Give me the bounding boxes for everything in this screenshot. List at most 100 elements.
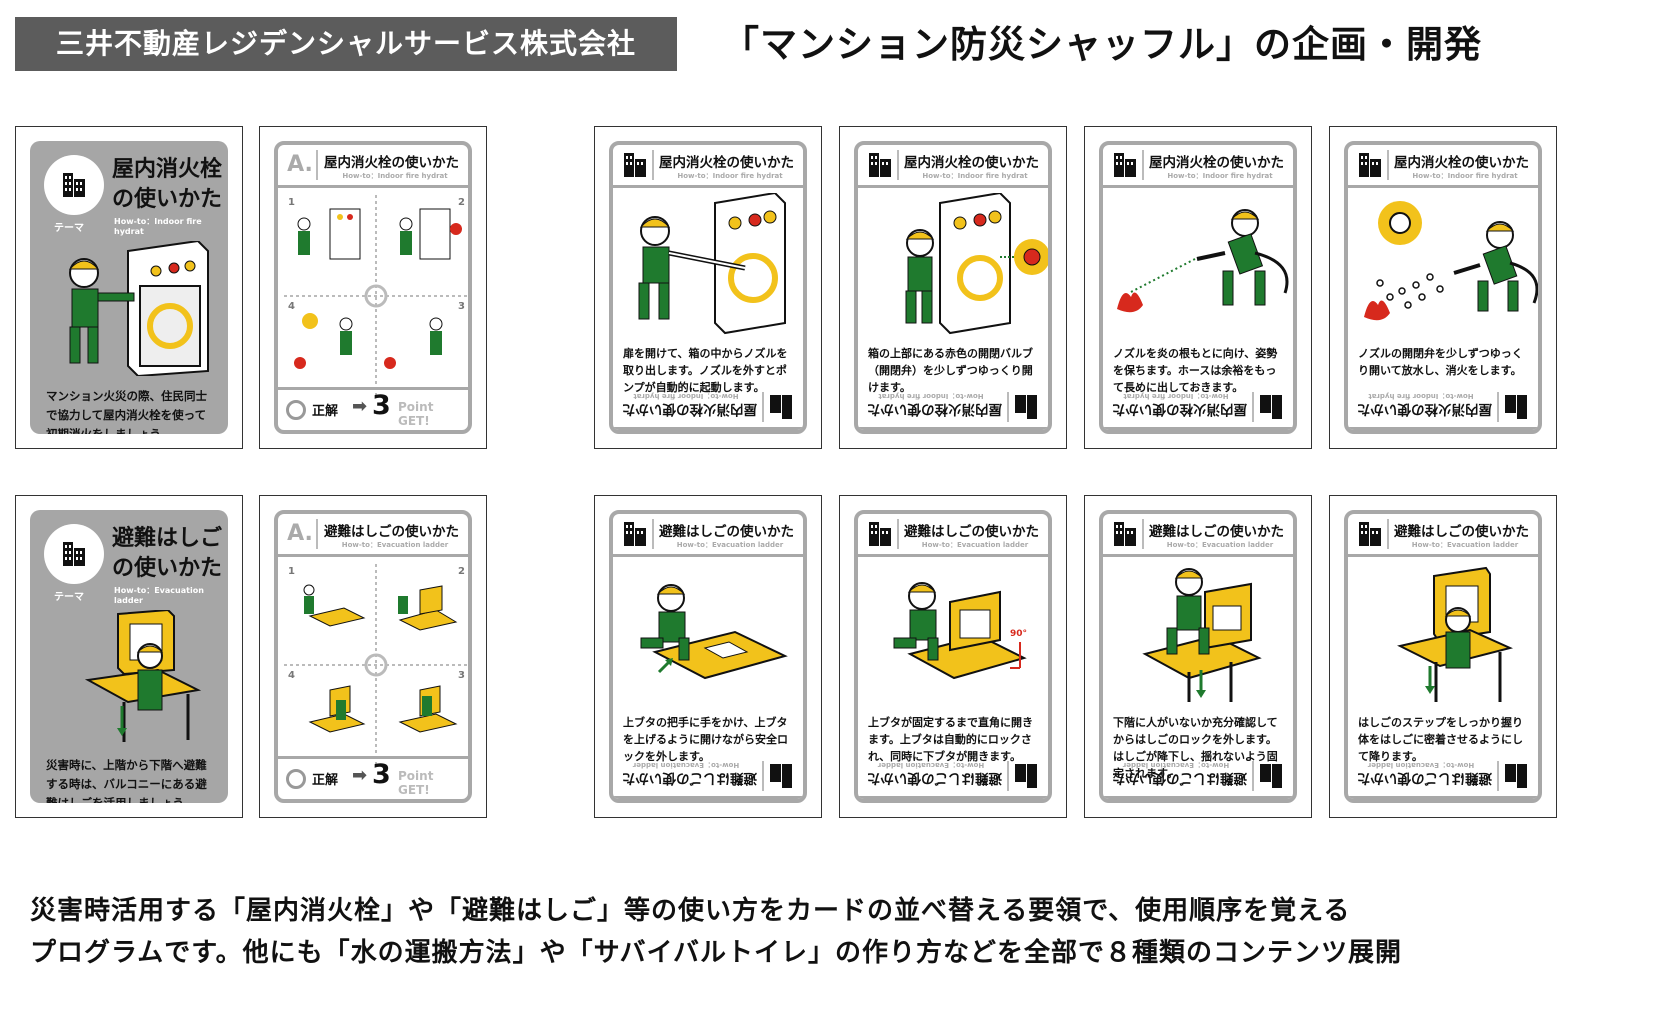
step-number: 3: [458, 670, 465, 681]
arrow-icon: ➡: [352, 765, 368, 786]
card-description: ノズルを炎の根もとに向け、姿勢を保ちます。ホースは余裕をもって長めに出しておきま…: [1113, 347, 1278, 394]
building-icon: [618, 150, 654, 180]
building-icon: [1252, 761, 1288, 791]
card-header: 屋内消火栓の使いかた How-to：Indoor fire hydrat: [613, 145, 803, 188]
card-title: 避難はしごの使いかた: [324, 524, 459, 540]
card-mirror-header: 屋内消火栓の使いかた How-to：Indoor fire hydrat: [1103, 387, 1293, 430]
building-icon: [1353, 519, 1389, 549]
point-count: 3: [372, 759, 391, 790]
building-icon: [1007, 761, 1043, 791]
point-count: 3: [372, 390, 391, 421]
building-icon: [762, 392, 798, 422]
building-icon: [44, 524, 104, 584]
card-description: 箱の上部にある赤色の開閉バルブ（開閉弁）を少しずつゆっくり開けます。: [868, 347, 1033, 394]
card-description: 上ブタが固定するまで直角に開きます。上ブタは自動的にロックされ、同時に下ブタが開…: [868, 716, 1033, 763]
answer-letter: A.: [284, 150, 318, 180]
card-header: 避難はしごの使いかた How-to：Evacuation ladder: [1348, 514, 1538, 557]
theme-description: 災害時に、上階から下階へ避難する時は、バルコニーにある避難はしごを活用しましょう…: [46, 758, 207, 803]
circle-icon: [286, 769, 306, 789]
card-mirror-header: 避難はしごの使いかた How-to：Evacuation ladder: [1348, 756, 1538, 799]
step-card-evacuation-ladder-4[interactable]: 避難はしごの使いかた How-to：Evacuation ladder はしごの…: [1329, 495, 1557, 818]
card-mirror-header: 避難はしごの使いかた How-to：Evacuation ladder: [1103, 756, 1293, 799]
point-get-text: Point GET!: [398, 769, 434, 797]
theme-tag: テーマ: [54, 223, 84, 234]
card-subtitle: How-to：Evacuation ladder: [341, 541, 449, 549]
theme-description: マンション火災の際、住民同士で協力して屋内消火栓を使って初期消火をしましょう。: [46, 389, 207, 434]
card-title: 避難はしごの使いかた: [904, 524, 1039, 540]
building-icon: [1108, 150, 1144, 180]
step-card-evacuation-ladder-1[interactable]: 避難はしごの使いかた How-to：Evacuation ladder 上ブタの…: [594, 495, 822, 818]
theme-card-fire-hydrant[interactable]: テーマ 屋内消火栓の使いかた How-to：Indoor fire hydrat…: [15, 126, 243, 449]
card-description: 扉を開けて、箱の中からノズルを取り出します。ノズルを外すとポンプが自動的に起動し…: [623, 347, 788, 394]
card-mirror-header: 屋内消火栓の使いかた How-to：Indoor fire hydrat: [858, 387, 1048, 430]
card-subtitle: How-to：Indoor fire hydrat: [342, 172, 448, 180]
card-subtitle: How-to：Indoor fire hydrat: [1412, 172, 1518, 180]
answer-card-fire-hydrant[interactable]: A. 屋内消火栓の使いかた How-to：Indoor fire hydrat …: [259, 126, 487, 449]
theme-card-evacuation-ladder[interactable]: テーマ 避難はしごの使いかた How-to：Evacuation ladder …: [15, 495, 243, 818]
answer-footer: 正解 ➡ 3 Point GET!: [278, 756, 468, 799]
step-card-fire-hydrant-1[interactable]: 屋内消火栓の使いかた How-to：Indoor fire hydrat 扉を開…: [594, 126, 822, 449]
spray-water-illustration: [1364, 201, 1538, 321]
step-number: 4: [288, 301, 295, 312]
card-subtitle: How-to：Evacuation ladder: [676, 541, 784, 549]
card-description: ノズルの開閉弁を少しずつゆっくり開いて放水し、消火をします。: [1358, 347, 1523, 377]
card-description: はしごのステップをしっかり握り体をはしごに密着させるようにして降ります。: [1358, 716, 1523, 763]
card-title: 避難はしごの使いかた: [1394, 524, 1529, 540]
lift-lid-illustration: [640, 584, 788, 680]
step-card-evacuation-ladder-3[interactable]: 避難はしごの使いかた How-to：Evacuation ladder 下階に人…: [1084, 495, 1312, 818]
open-lid-illustration: 90°: [893, 582, 1027, 680]
step-card-evacuation-ladder-2[interactable]: 避難はしごの使いかた How-to：Evacuation ladder 90° …: [839, 495, 1067, 818]
building-icon: [1353, 150, 1389, 180]
building-icon: [1007, 392, 1043, 422]
answer-footer: 正解 ➡ 3 Point GET!: [278, 387, 468, 430]
answer-letter: A.: [284, 519, 318, 549]
card-subtitle: How-to：Evacuation ladder: [1411, 541, 1519, 549]
release-ladder-illustration: [1142, 568, 1262, 702]
card-title: 屋内消火栓の使いかた: [659, 155, 794, 171]
card-title: 屋内消火栓の使いかた: [324, 155, 459, 171]
circle-icon: [286, 400, 306, 420]
card-description: 下階に人がいないか充分確認してからはしごのロックを外します。はしごが降下し、揺れ…: [1113, 716, 1278, 780]
step-card-fire-hydrant-2[interactable]: 屋内消火栓の使いかた How-to：Indoor fire hydrat 箱の上…: [839, 126, 1067, 449]
building-icon: [1497, 761, 1533, 791]
point-get-text: Point GET!: [398, 400, 434, 428]
card-subtitle: How-to：Evacuation ladder: [1166, 541, 1274, 549]
theme-subtitle: How-to：Indoor fire hydrat: [114, 217, 202, 236]
page-headline: 「マンション防災シャッフル」の企画・開発: [722, 23, 1482, 66]
correct-label: 正解: [312, 404, 339, 419]
card-subtitle: How-to：Indoor fire hydrat: [922, 172, 1028, 180]
step-card-fire-hydrant-3[interactable]: 屋内消火栓の使いかた How-to：Indoor fire hydrat ノズル…: [1084, 126, 1312, 449]
card-header: 屋内消火栓の使いかた How-to：Indoor fire hydrat: [1103, 145, 1293, 188]
step-number: 1: [288, 197, 295, 208]
building-icon: [1252, 392, 1288, 422]
aim-nozzle-illustration: [1117, 209, 1289, 313]
card-header: A. 避難はしごの使いかた How-to：Evacuation ladder: [278, 514, 468, 557]
answer-card-evacuation-ladder[interactable]: A. 避難はしごの使いかた How-to：Evacuation ladder 1…: [259, 495, 487, 818]
step-card-fire-hydrant-4[interactable]: 屋内消火栓の使いかた How-to：Indoor fire hydrat ノズル…: [1329, 126, 1557, 449]
theme-title: 避難はしごの使いかた: [112, 526, 223, 581]
theme-tag: テーマ: [54, 592, 84, 603]
correct-label: 正解: [312, 773, 339, 788]
card-title: 避難はしごの使いかた: [659, 524, 794, 540]
card-title: 屋内消火栓の使いかた: [904, 155, 1039, 171]
building-icon: [762, 761, 798, 791]
step-number: 4: [288, 670, 295, 681]
card-header: 避難はしごの使いかた How-to：Evacuation ladder: [1103, 514, 1293, 557]
theme-title: 屋内消火栓の使いかた: [112, 157, 223, 212]
card-title: 屋内消火栓の使いかた: [1149, 155, 1284, 171]
card-header: 避難はしごの使いかた How-to：Evacuation ladder: [613, 514, 803, 557]
building-icon: [863, 150, 899, 180]
card-header: 避難はしごの使いかた How-to：Evacuation ladder: [858, 514, 1048, 557]
card-header: A. 屋内消火栓の使いかた How-to：Indoor fire hydrat: [278, 145, 468, 188]
card-header: 屋内消火栓の使いかた How-to：Indoor fire hydrat: [858, 145, 1048, 188]
card-mirror-header: 屋内消火栓の使いかた How-to：Indoor fire hydrat: [1348, 387, 1538, 430]
fire-hydrant-illustration: [68, 241, 209, 376]
theme-subtitle: How-to：Evacuation ladder: [114, 586, 204, 605]
step-number: 2: [458, 197, 465, 208]
valve-illustration: [905, 193, 1048, 335]
card-title: 避難はしごの使いかた: [1149, 524, 1284, 540]
step-number: 1: [288, 566, 295, 577]
climb-down-illustration: [1397, 566, 1514, 702]
building-icon: [863, 519, 899, 549]
building-icon: [618, 519, 654, 549]
